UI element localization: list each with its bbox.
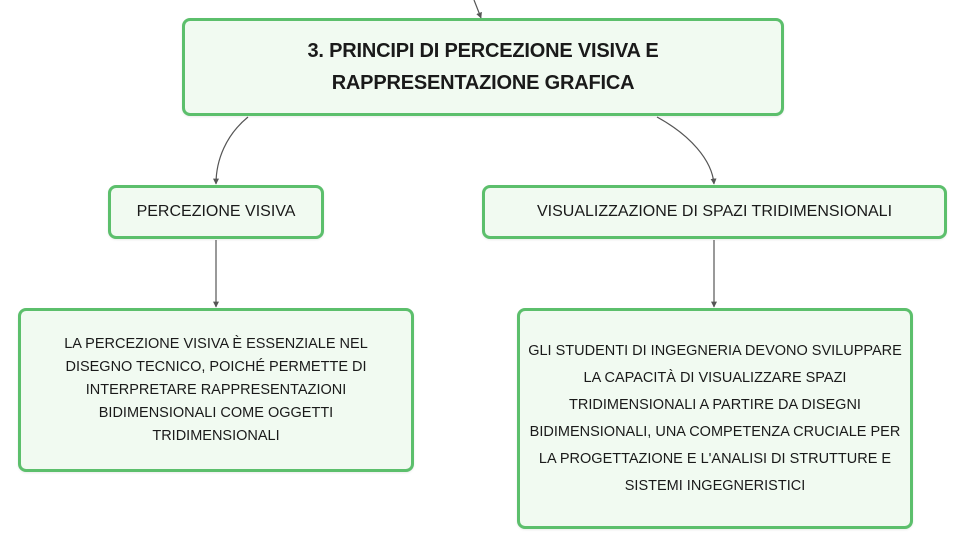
connector-incoming-root — [473, 0, 482, 19]
root-topic-node[interactable]: 3. PRINCIPI DI PERCEZIONE VISIVA E RAPPR… — [182, 18, 784, 116]
topic-label-percezione-visiva: PERCEZIONE VISIVA — [136, 203, 296, 220]
connector-root-to-visualizzazione — [656, 116, 717, 185]
detail-text-visualizzazione-spazi: GLI STUDENTI DI INGEGNERIA DEVONO SVILUP… — [528, 342, 902, 494]
detail-text-percezione-visiva: LA PERCEZIONE VISIVA È ESSENZIALE NEL DI… — [64, 335, 368, 444]
detail-node-percezione-visiva[interactable]: LA PERCEZIONE VISIVA È ESSENZIALE NEL DI… — [18, 308, 414, 472]
connector-root-to-percezione — [213, 116, 249, 185]
topic-node-visualizzazione-spazi[interactable]: VISUALIZZAZIONE DI SPAZI TRIDIMENSIONALI — [482, 185, 947, 239]
root-topic-label: 3. PRINCIPI DI PERCEZIONE VISIVA E RAPPR… — [307, 40, 659, 94]
detail-node-visualizzazione-spazi[interactable]: GLI STUDENTI DI INGEGNERIA DEVONO SVILUP… — [517, 308, 913, 529]
topic-label-visualizzazione-spazi: VISUALIZZAZIONE DI SPAZI TRIDIMENSIONALI — [536, 203, 893, 220]
topic-node-percezione-visiva[interactable]: PERCEZIONE VISIVA — [108, 185, 324, 239]
